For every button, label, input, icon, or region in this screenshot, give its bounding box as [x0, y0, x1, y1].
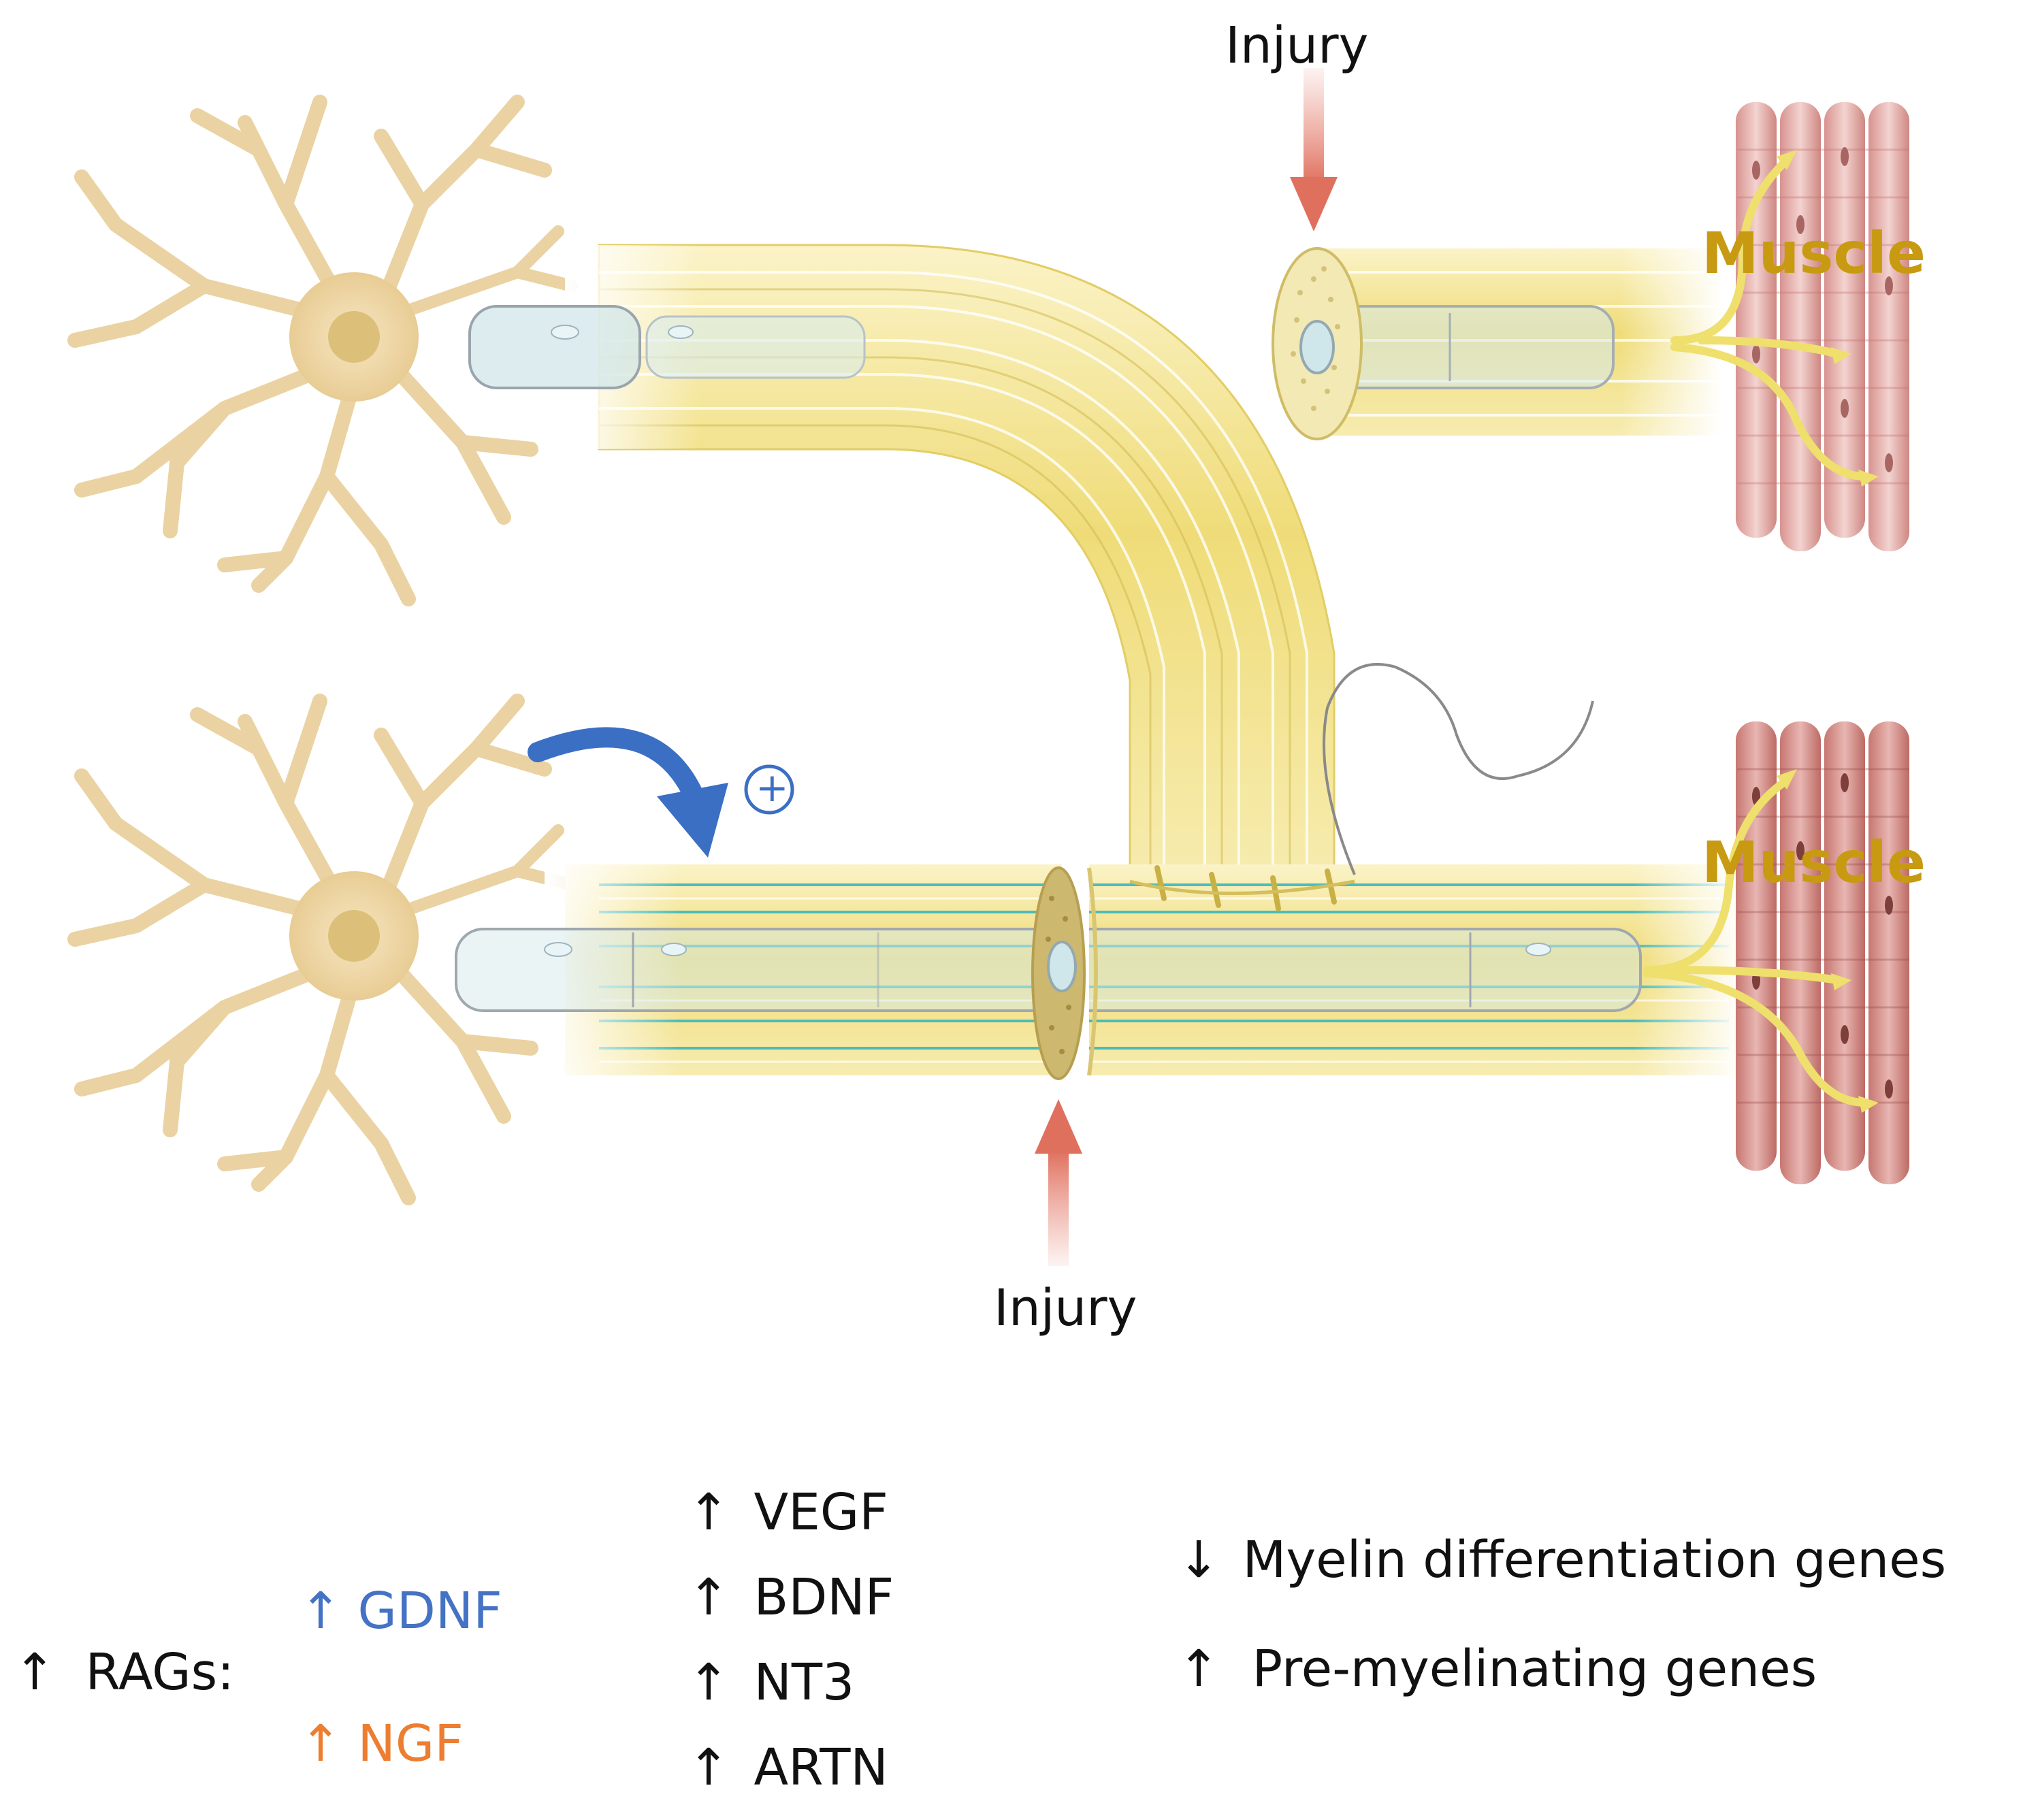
- muscle-label-top: Muscle: [1702, 220, 1926, 287]
- distal-stump-top: [1272, 247, 1722, 440]
- schwann-cell-top: [468, 305, 866, 389]
- rags-row: ↑ RAGs:: [14, 1647, 234, 1697]
- muscle-fiber-icon-bottom: [1643, 721, 1909, 1184]
- muscle-fiber-icon-top: [1670, 102, 1909, 551]
- up-arrow-icon: ↑: [687, 1653, 730, 1712]
- injury-label-top: Injury: [1225, 16, 1369, 75]
- gene-change-row: ↑ Pre-myelinating genes: [1178, 1644, 1817, 1694]
- boost-arrow-icon: [528, 727, 728, 858]
- growth-factor-label: VEGF: [754, 1483, 888, 1542]
- growth-factor-label: NT3: [754, 1653, 855, 1712]
- gene-change-label: Myelin differentiation genes: [1242, 1531, 1947, 1589]
- injury-label-bottom: Injury: [994, 1279, 1137, 1337]
- growth-factor-row: ↑ VEGF: [687, 1487, 888, 1538]
- recipient-nerve-bottom: [455, 864, 1743, 1080]
- down-arrow-icon: ↓: [1178, 1531, 1220, 1589]
- gene-change-row: ↓ Myelin differentiation genes: [1178, 1535, 1946, 1585]
- rag-factor-ngf: ↑ NGF: [300, 1719, 464, 1769]
- up-arrow-icon: ↑: [14, 1643, 56, 1702]
- growth-factor-row: ↑ ARTN: [687, 1742, 888, 1793]
- growth-factor-row: ↑ NT3: [687, 1657, 854, 1708]
- up-arrow-icon: ↑: [687, 1568, 730, 1627]
- up-arrow-icon: ↑: [1178, 1640, 1220, 1698]
- injury-arrow-top: [1290, 68, 1338, 231]
- rag-factor-label: GDNF: [357, 1582, 502, 1640]
- up-arrow-icon: ↑: [300, 1582, 342, 1640]
- muscle-label-bottom: Muscle: [1702, 829, 1926, 896]
- plus-symbol: +: [756, 764, 789, 811]
- rag-factor-label: NGF: [357, 1715, 464, 1773]
- growth-factor-label: ARTN: [754, 1738, 888, 1797]
- rag-factor-gdnf: ↑ GDNF: [300, 1586, 502, 1636]
- neuron-icon-top: [67, 95, 578, 606]
- donor-nerve-bent: [565, 244, 1336, 886]
- up-arrow-icon: ↑: [687, 1483, 730, 1542]
- growth-factor-row: ↑ BDNF: [687, 1572, 894, 1623]
- rags-label: RAGs:: [85, 1643, 235, 1702]
- plus-icon: [744, 764, 794, 815]
- suture-needle-icon: [1323, 663, 1594, 875]
- gene-change-label: Pre-myelinating genes: [1252, 1640, 1817, 1698]
- injury-arrow-bottom: [1035, 1099, 1082, 1266]
- growth-factor-label: BDNF: [754, 1568, 894, 1627]
- up-arrow-icon: ↑: [300, 1715, 342, 1773]
- up-arrow-icon: ↑: [687, 1738, 730, 1797]
